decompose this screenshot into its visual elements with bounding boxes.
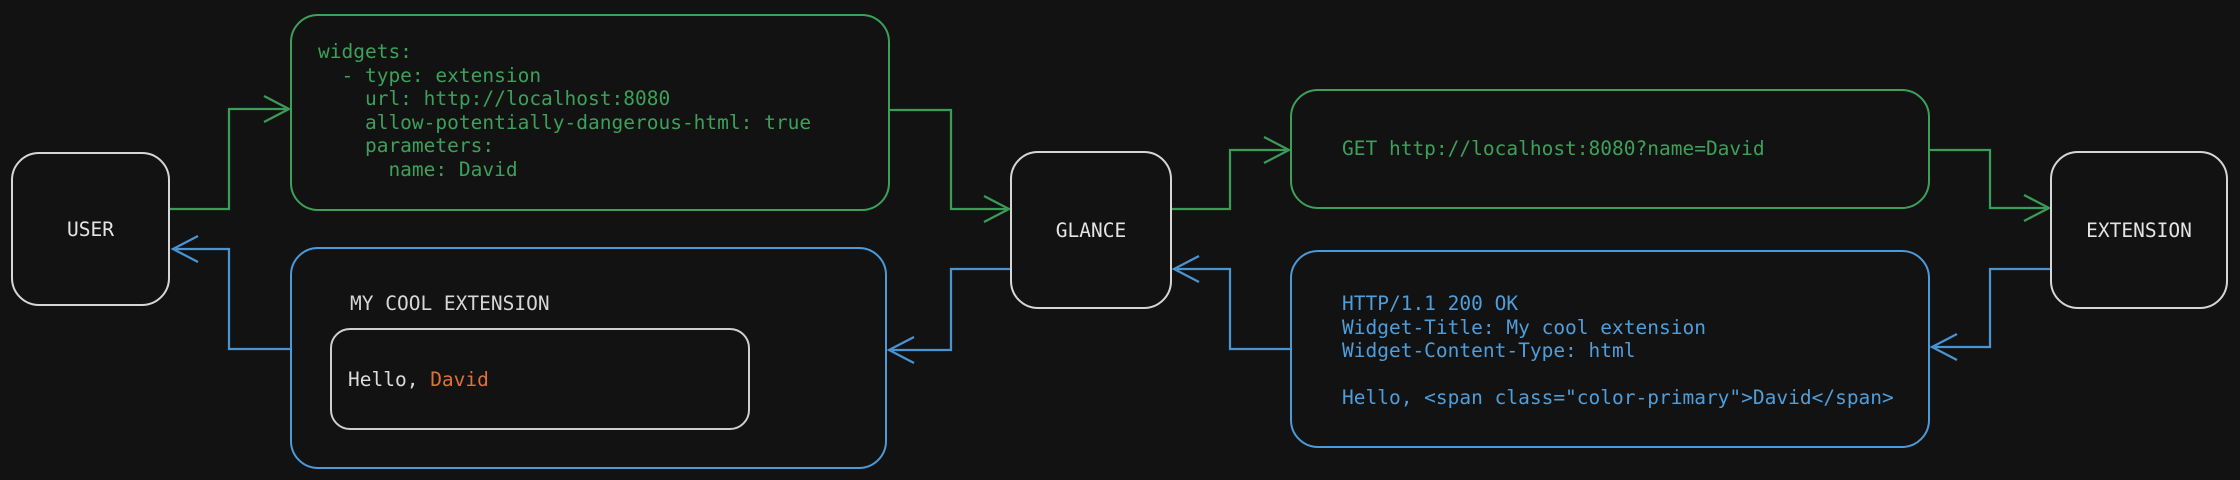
request-flow-arrows (170, 95, 2052, 223)
widget-preview-box: MY COOL EXTENSION Hello, David (290, 247, 887, 469)
greeting-prefix: Hello, (348, 367, 431, 391)
arrow-widget-to-user (170, 235, 290, 351)
node-user: USER (11, 152, 170, 306)
http-request-box: GET http://localhost:8080?name=David (1290, 89, 1930, 209)
config-yaml-code: widgets: - type: extension url: http://l… (318, 40, 811, 181)
http-response-box: HTTP/1.1 200 OK Widget-Title: My cool ex… (1290, 250, 1930, 448)
http-request-line: GET http://localhost:8080?name=David (1342, 137, 1765, 161)
arrow-glance-to-request (1172, 136, 1292, 211)
node-glance: GLANCE (1010, 151, 1172, 309)
arrowhead-right-icon (983, 195, 1012, 223)
code-line: name: David (318, 157, 518, 181)
arrowhead-right-icon (1263, 136, 1292, 164)
code-line: - type: extension (318, 63, 542, 87)
arrowhead-left-icon (886, 336, 915, 364)
node-extension: EXTENSION (2050, 151, 2228, 309)
arrow-request-to-extension (1930, 148, 2052, 222)
code-line: widgets: (318, 40, 412, 63)
greeting-name: David (430, 367, 489, 391)
arrowhead-left-icon (170, 235, 199, 263)
code-line: allow-potentially-dangerous-html: true (318, 110, 812, 134)
code-line: parameters: (318, 134, 495, 157)
code-line: Widget-Title: My cool extension (1342, 315, 1706, 339)
widget-title: MY COOL EXTENSION (350, 292, 550, 315)
config-yaml-box: widgets: - type: extension url: http://l… (290, 14, 890, 211)
arrowhead-left-icon (1929, 333, 1958, 361)
arrow-user-to-config (170, 95, 292, 211)
code-line: url: http://localhost:8080 (318, 87, 671, 110)
arrowhead-left-icon (1171, 255, 1200, 283)
node-glance-label: GLANCE (1055, 218, 1127, 242)
arrow-response-to-glance (1171, 255, 1290, 351)
node-user-label: USER (67, 217, 114, 241)
node-extension-label: EXTENSION (2086, 218, 2192, 242)
code-line: Hello, <span class="color-primary">David… (1342, 386, 1894, 409)
arrow-extension-to-response (1929, 267, 2050, 361)
arrow-glance-to-widget (886, 267, 1010, 364)
arrowhead-right-icon (2023, 194, 2052, 222)
http-response-code: HTTP/1.1 200 OK Widget-Title: My cool ex… (1342, 292, 1894, 410)
widget-greeting-box: Hello, David (330, 328, 750, 430)
arrowhead-right-icon (263, 95, 292, 123)
code-line: Widget-Content-Type: html (1342, 339, 1636, 362)
response-flow-arrows (170, 235, 2050, 364)
arrow-config-to-glance (890, 108, 1012, 223)
code-line: HTTP/1.1 200 OK (1342, 292, 1519, 315)
code-line (1342, 363, 1894, 387)
